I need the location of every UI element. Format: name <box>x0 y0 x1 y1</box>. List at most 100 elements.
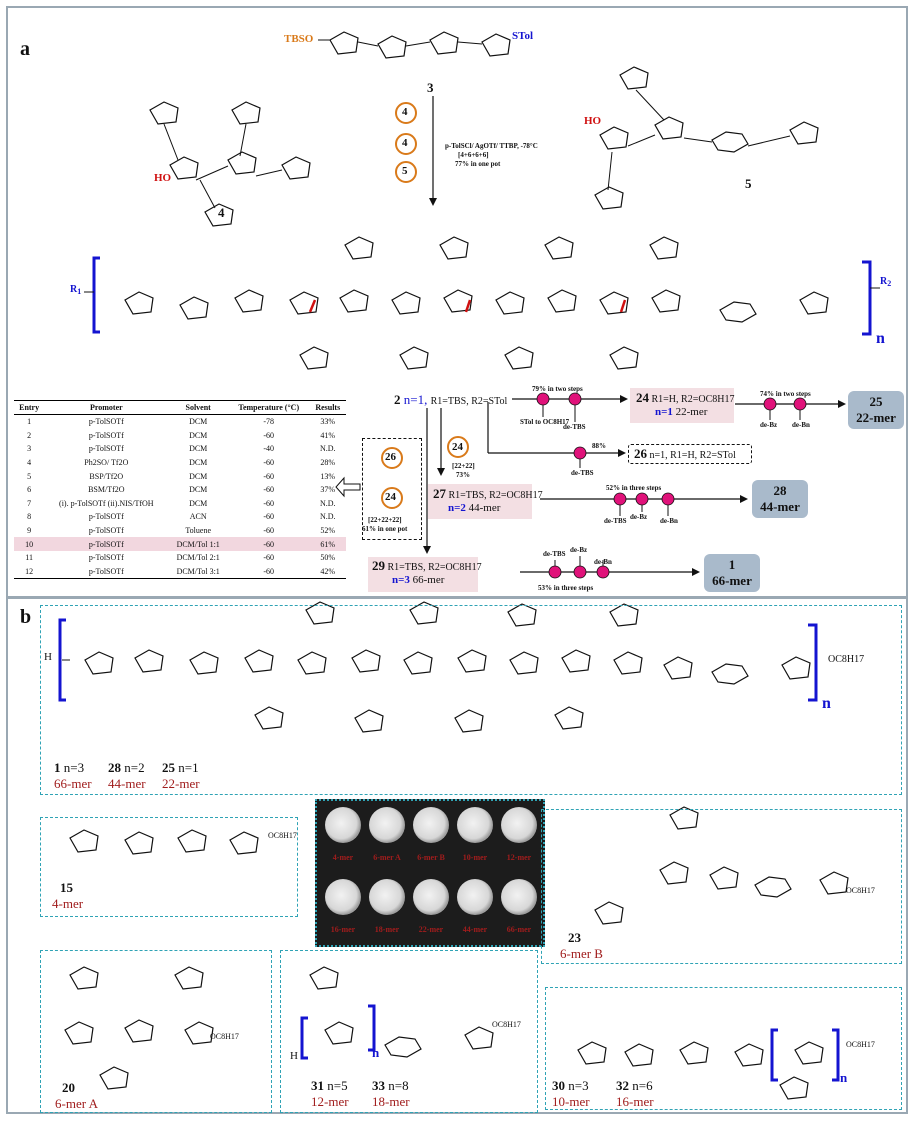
cell-solvent: DCM <box>189 485 208 495</box>
step-74-yield: 74% in two steps <box>760 390 811 398</box>
one-pot-24: 24 <box>385 491 396 503</box>
compound-4-structure <box>149 101 311 227</box>
step-52-c: de-Bn <box>660 517 678 525</box>
vial-label: 44-mer <box>462 925 488 934</box>
compound-3-structure <box>318 31 511 59</box>
compound-30-32-structure <box>577 1028 840 1100</box>
cell-solvent: DCM/Tol 1:1 <box>168 537 228 551</box>
step-52-a: de-TBS <box>604 517 627 525</box>
cell-result: N.D. <box>319 512 336 522</box>
cell-entry: 3 <box>27 444 32 454</box>
vial-label: 12-mer <box>506 853 532 862</box>
compound-23-oc8: OC8H17 <box>846 886 875 895</box>
compound-31-label: 31 n=5 <box>311 1078 348 1093</box>
vial-label: 6-mer A <box>373 853 401 862</box>
compound-30-oc8: OC8H17 <box>846 1040 875 1049</box>
compound-30-label: 30 n=3 <box>552 1078 589 1093</box>
cell-entry: 10 <box>14 537 45 551</box>
compound-30-32-box <box>545 987 902 1110</box>
main-n: n <box>822 695 831 712</box>
header-results: Results <box>309 400 346 415</box>
vial <box>413 879 449 915</box>
ho-label-5: HO <box>584 115 602 127</box>
cell-promoter: BSM/Tf2O <box>88 485 125 495</box>
step-52-yield: 52% in three steps <box>606 484 662 492</box>
compound-29-mer: n=3 66-mer <box>392 574 445 586</box>
vial-label: 6-mer B <box>417 853 445 862</box>
step-74-b: de-Bn <box>792 421 810 429</box>
one-pot-yield: 61% in one pot <box>362 525 408 533</box>
step-88-yield: 88% <box>592 442 606 450</box>
cell-solvent: DCM/Tol 2:1 <box>176 553 220 563</box>
cell-result: 13% <box>320 471 336 481</box>
compound-15-number: 15 <box>60 880 73 895</box>
main-label-1: 1 n=3 <box>54 760 85 775</box>
panel-b-letter: b <box>20 606 32 628</box>
vial <box>413 807 449 843</box>
compound-30-n: n <box>840 1070 848 1085</box>
cell-solvent: DCM/Tol 3:1 <box>168 564 228 580</box>
piece-2: 4 <box>402 137 408 149</box>
tbso-label: TBSO <box>284 33 314 45</box>
step-ticks <box>542 405 801 566</box>
cell-solvent: DCM <box>189 430 208 440</box>
compound-20-number: 20 <box>62 1080 75 1095</box>
step-79-a: STol to OC8H17 <box>520 418 570 426</box>
compound-24-label: 24 R1=H, R2=OC8H17 <box>636 390 735 405</box>
reaction-yield: 77% in one pot <box>455 160 501 168</box>
main-label-25: 25 n=1 <box>162 760 199 775</box>
panel-a-letter: a <box>20 38 30 60</box>
piece-1: 4 <box>402 106 408 118</box>
compound-20-oc8: OC8H17 <box>210 1032 239 1041</box>
cell-temperature: -78 <box>263 417 275 427</box>
h-terminus: H <box>44 651 52 663</box>
orange-circles <box>381 102 469 509</box>
step-88-a: de-TBS <box>571 469 594 477</box>
cell-temperature: -60 <box>263 498 275 508</box>
repeat-n: n <box>876 330 885 347</box>
cell-temperature: -60 <box>227 537 310 551</box>
cell-promoter: p-TolSOTf <box>88 417 124 427</box>
vial-label: 22-mer <box>418 925 444 934</box>
compound-29-box <box>368 557 478 592</box>
cell-solvent: DCM <box>189 471 208 481</box>
vial <box>501 807 537 843</box>
compound-31-oc8: OC8H17 <box>492 1020 521 1029</box>
coupling-24: 24 <box>452 441 463 453</box>
cell-solvent: DCM <box>189 498 208 508</box>
compound-31-33-box <box>280 950 538 1113</box>
compound-33-label: 33 n=8 <box>372 1078 409 1093</box>
reaction-assembly: [4+6+6+6] <box>458 151 489 159</box>
cell-entry: 11 <box>25 553 33 563</box>
cell-result: N.D. <box>319 444 336 454</box>
vial-label: 4-mer <box>332 853 354 862</box>
cell-temperature: -60 <box>263 526 275 536</box>
main-structure-box <box>40 605 902 795</box>
cell-temperature: -60 <box>227 564 310 580</box>
one-pot-cond: [22+22+22] <box>368 516 402 524</box>
cell-entry: 2 <box>27 430 32 440</box>
compound-26-label: 26 n=1, R1=H, R2=STol <box>634 446 736 461</box>
cell-result: N.D. <box>319 498 336 508</box>
cell-promoter: Ph2SO/ Tf2O <box>84 458 129 468</box>
cell-solvent: DCM <box>189 458 208 468</box>
cell-entry: 6 <box>27 485 32 495</box>
vial <box>325 807 361 843</box>
cell-entry: 12 <box>14 564 45 580</box>
compound-31-h: H <box>290 1050 298 1062</box>
one-pot-26: 26 <box>385 451 396 463</box>
oc8-terminus: OC8H17 <box>828 654 865 665</box>
one-pot-box <box>362 438 422 540</box>
